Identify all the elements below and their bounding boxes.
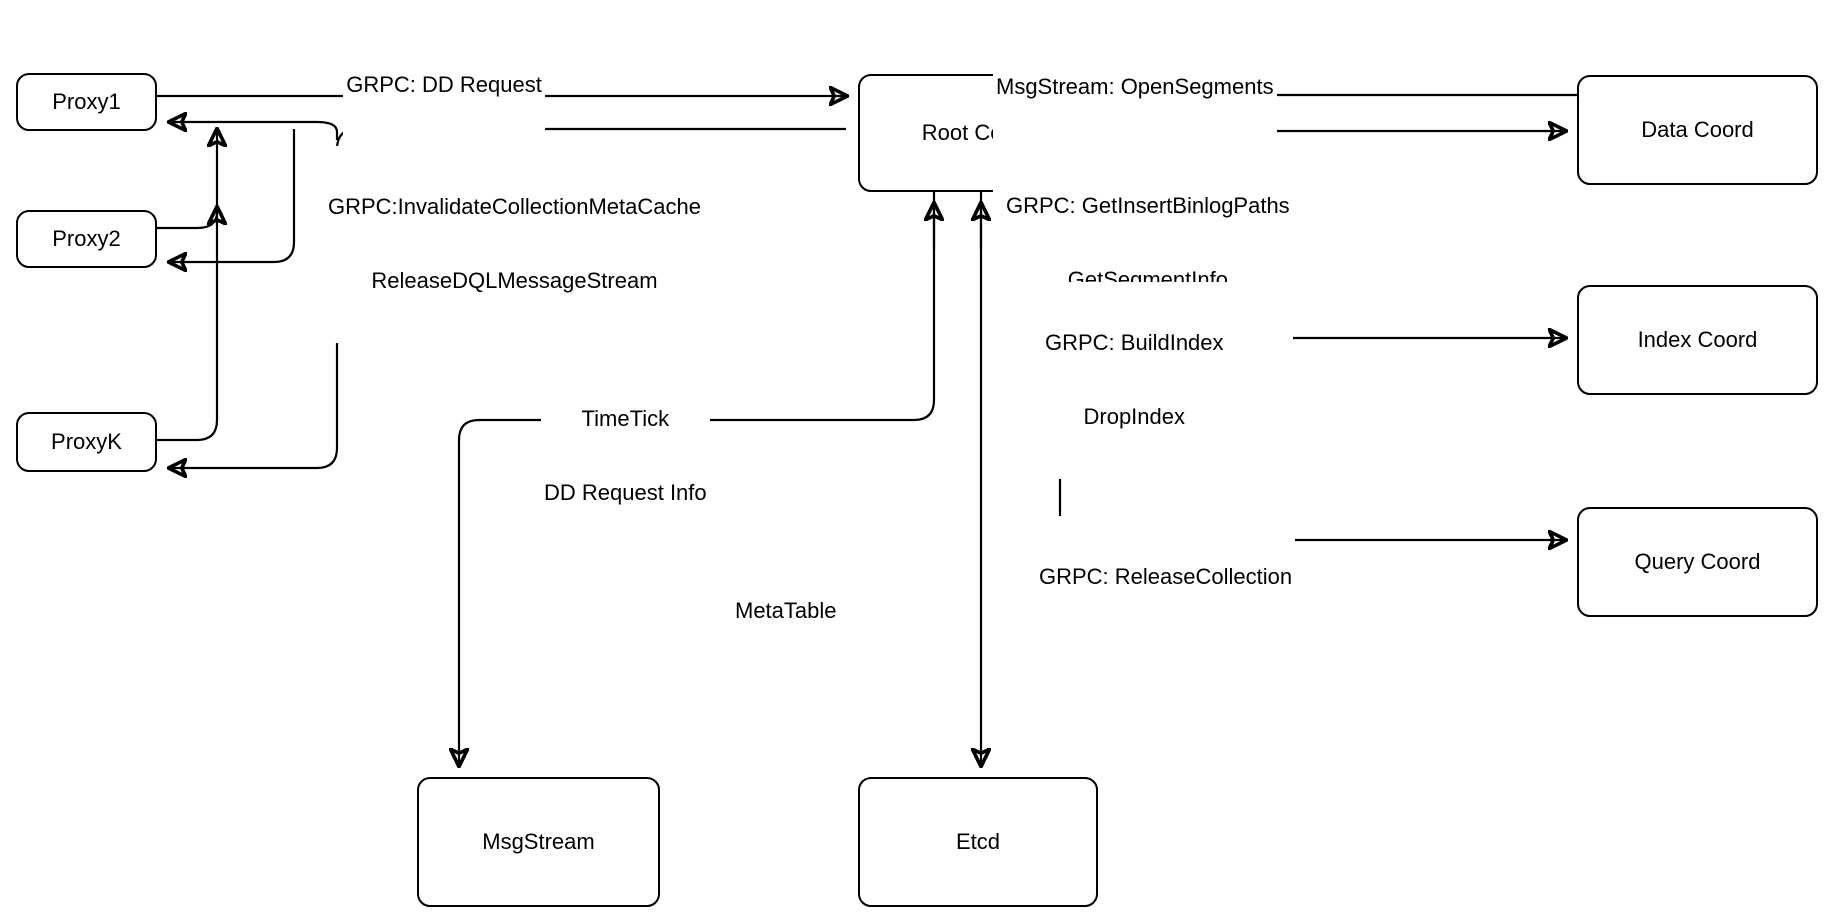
edge-label-line: MetaTable	[735, 598, 837, 624]
connector-proxyk-to-trunk	[157, 130, 217, 442]
edge-label-line: ReleaseDQLMessageStream	[371, 268, 658, 294]
node-msgstream[interactable]: MsgStream	[417, 777, 660, 907]
edge-label-line: DropIndex	[1083, 404, 1186, 430]
node-proxy1[interactable]: Proxy1	[16, 73, 157, 131]
node-etcd-label: Etcd	[955, 829, 1001, 854]
edge-label-line: MsgStream: OpenSegments	[996, 74, 1274, 100]
edge-label-root-coord-to-etcd: MetaTable	[732, 550, 840, 674]
node-msgstream-label: MsgStream	[482, 829, 595, 854]
node-data-coord-label: Data Coord	[1641, 117, 1754, 142]
node-proxy2[interactable]: Proxy2	[16, 210, 157, 268]
edge-label-line: DD Request Info	[544, 480, 707, 506]
edge-label-line: GRPC: BuildIndex	[1045, 330, 1224, 356]
edge-label-root-coord-to-query-coord: GRPC: ReleaseCollection	[1036, 516, 1296, 640]
edge-label-root-coord-to-proxy: GRPC:InvalidateCollectionMetaCache Relea…	[325, 146, 704, 343]
node-proxy1-label: Proxy1	[52, 89, 121, 114]
edge-label-line: GRPC: DD Request	[346, 72, 542, 98]
node-index-coord[interactable]: Index Coord	[1577, 285, 1818, 395]
node-index-coord-label: Index Coord	[1637, 327, 1758, 352]
edge-label-line: TimeTick	[581, 406, 670, 432]
connector-root-coord-to-proxy1	[170, 122, 339, 140]
edge-label-line: GRPC: GetInsertBinlogPaths	[1006, 193, 1290, 219]
node-proxyk-label: ProxyK	[51, 429, 122, 454]
node-data-coord[interactable]: Data Coord	[1577, 75, 1818, 185]
edge-label-line: GRPC:InvalidateCollectionMetaCache	[328, 194, 701, 220]
node-query-coord-label: Query Coord	[1634, 549, 1761, 574]
edge-label-root-coord-to-index-coord: GRPC: BuildIndex DropIndex	[1042, 282, 1227, 479]
node-proxy2-label: Proxy2	[52, 226, 121, 251]
connector-proxy2-to-trunk	[157, 208, 217, 230]
edge-label-root-coord-to-msgstream: TimeTick DD Request Info	[541, 358, 710, 555]
edge-label-line: GRPC: ReleaseCollection	[1039, 564, 1293, 590]
node-etcd[interactable]: Etcd	[858, 777, 1098, 907]
node-query-coord[interactable]: Query Coord	[1577, 507, 1818, 617]
connector-root-coord-to-proxy2	[170, 128, 296, 262]
node-proxyk[interactable]: ProxyK	[16, 412, 157, 472]
